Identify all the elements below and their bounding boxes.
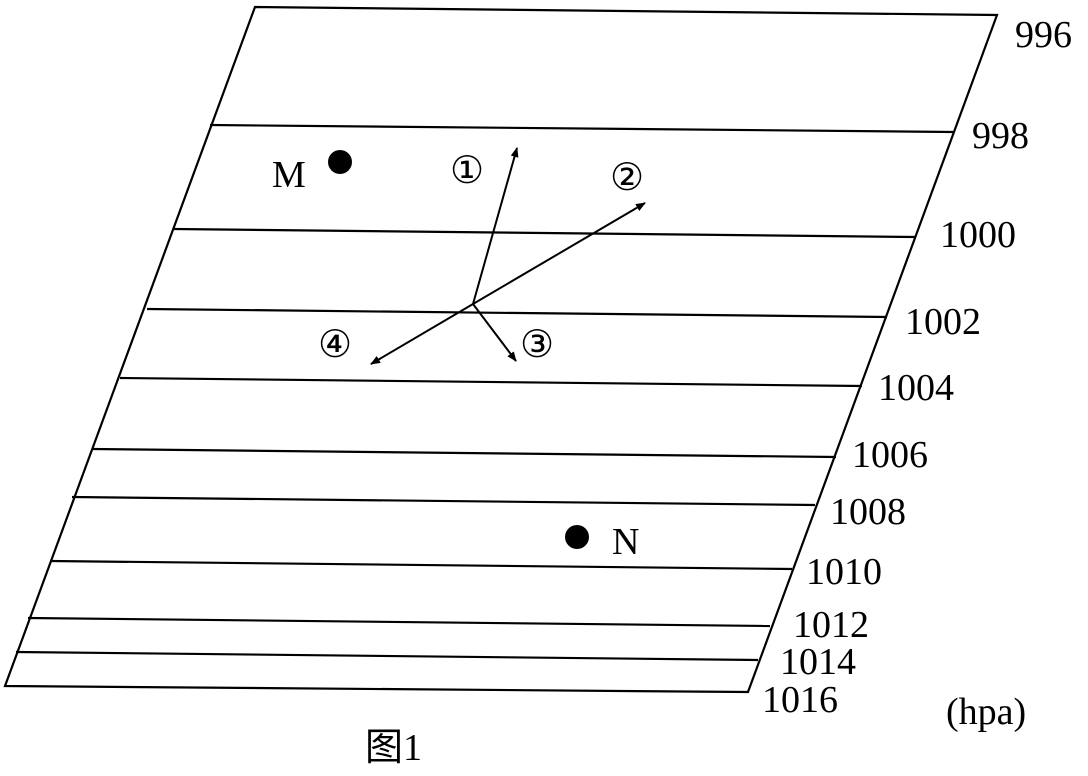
isobar-1004	[119, 376, 863, 388]
point-m-dot	[328, 150, 352, 174]
point-n-label: N	[612, 521, 639, 563]
arrow-3	[472, 303, 517, 362]
arrow-4	[370, 303, 474, 365]
isobar-label: 1006	[852, 434, 928, 476]
isobar-label: 1002	[905, 301, 981, 343]
isobar-1012	[27, 616, 771, 628]
isobar-label: 1010	[806, 551, 882, 593]
point-m-label: M	[272, 154, 306, 196]
isobar-label: 1004	[878, 367, 954, 409]
unit-label: (hpa)	[946, 691, 1026, 733]
isobar-1002	[146, 307, 888, 319]
isobar-label: 1014	[780, 641, 856, 683]
map-frame	[3, 5, 999, 694]
isobar-998	[209, 123, 954, 134]
isobar-1010	[49, 559, 793, 571]
arrow-1-label: ①	[450, 150, 484, 192]
arrow-2	[472, 202, 646, 305]
isobar-label: 1000	[940, 214, 1016, 256]
isobar-label: 1008	[830, 491, 906, 533]
isobar-1014	[15, 650, 759, 662]
arrow-2-label: ②	[610, 157, 644, 199]
figure-caption: 图1	[365, 727, 422, 769]
isobar-label: 1016	[762, 679, 838, 721]
arrow-4-label: ④	[318, 324, 352, 366]
isobar-label: 996	[1015, 14, 1072, 56]
isobar-1008	[71, 495, 816, 507]
isobar-1000	[173, 227, 916, 239]
arrow-1	[472, 147, 519, 305]
isobar-label: 998	[972, 115, 1029, 157]
isobar-1006	[91, 447, 837, 459]
point-n-dot	[565, 525, 589, 549]
isobar-label: 1012	[793, 604, 869, 646]
arrow-3-label: ③	[520, 324, 554, 366]
